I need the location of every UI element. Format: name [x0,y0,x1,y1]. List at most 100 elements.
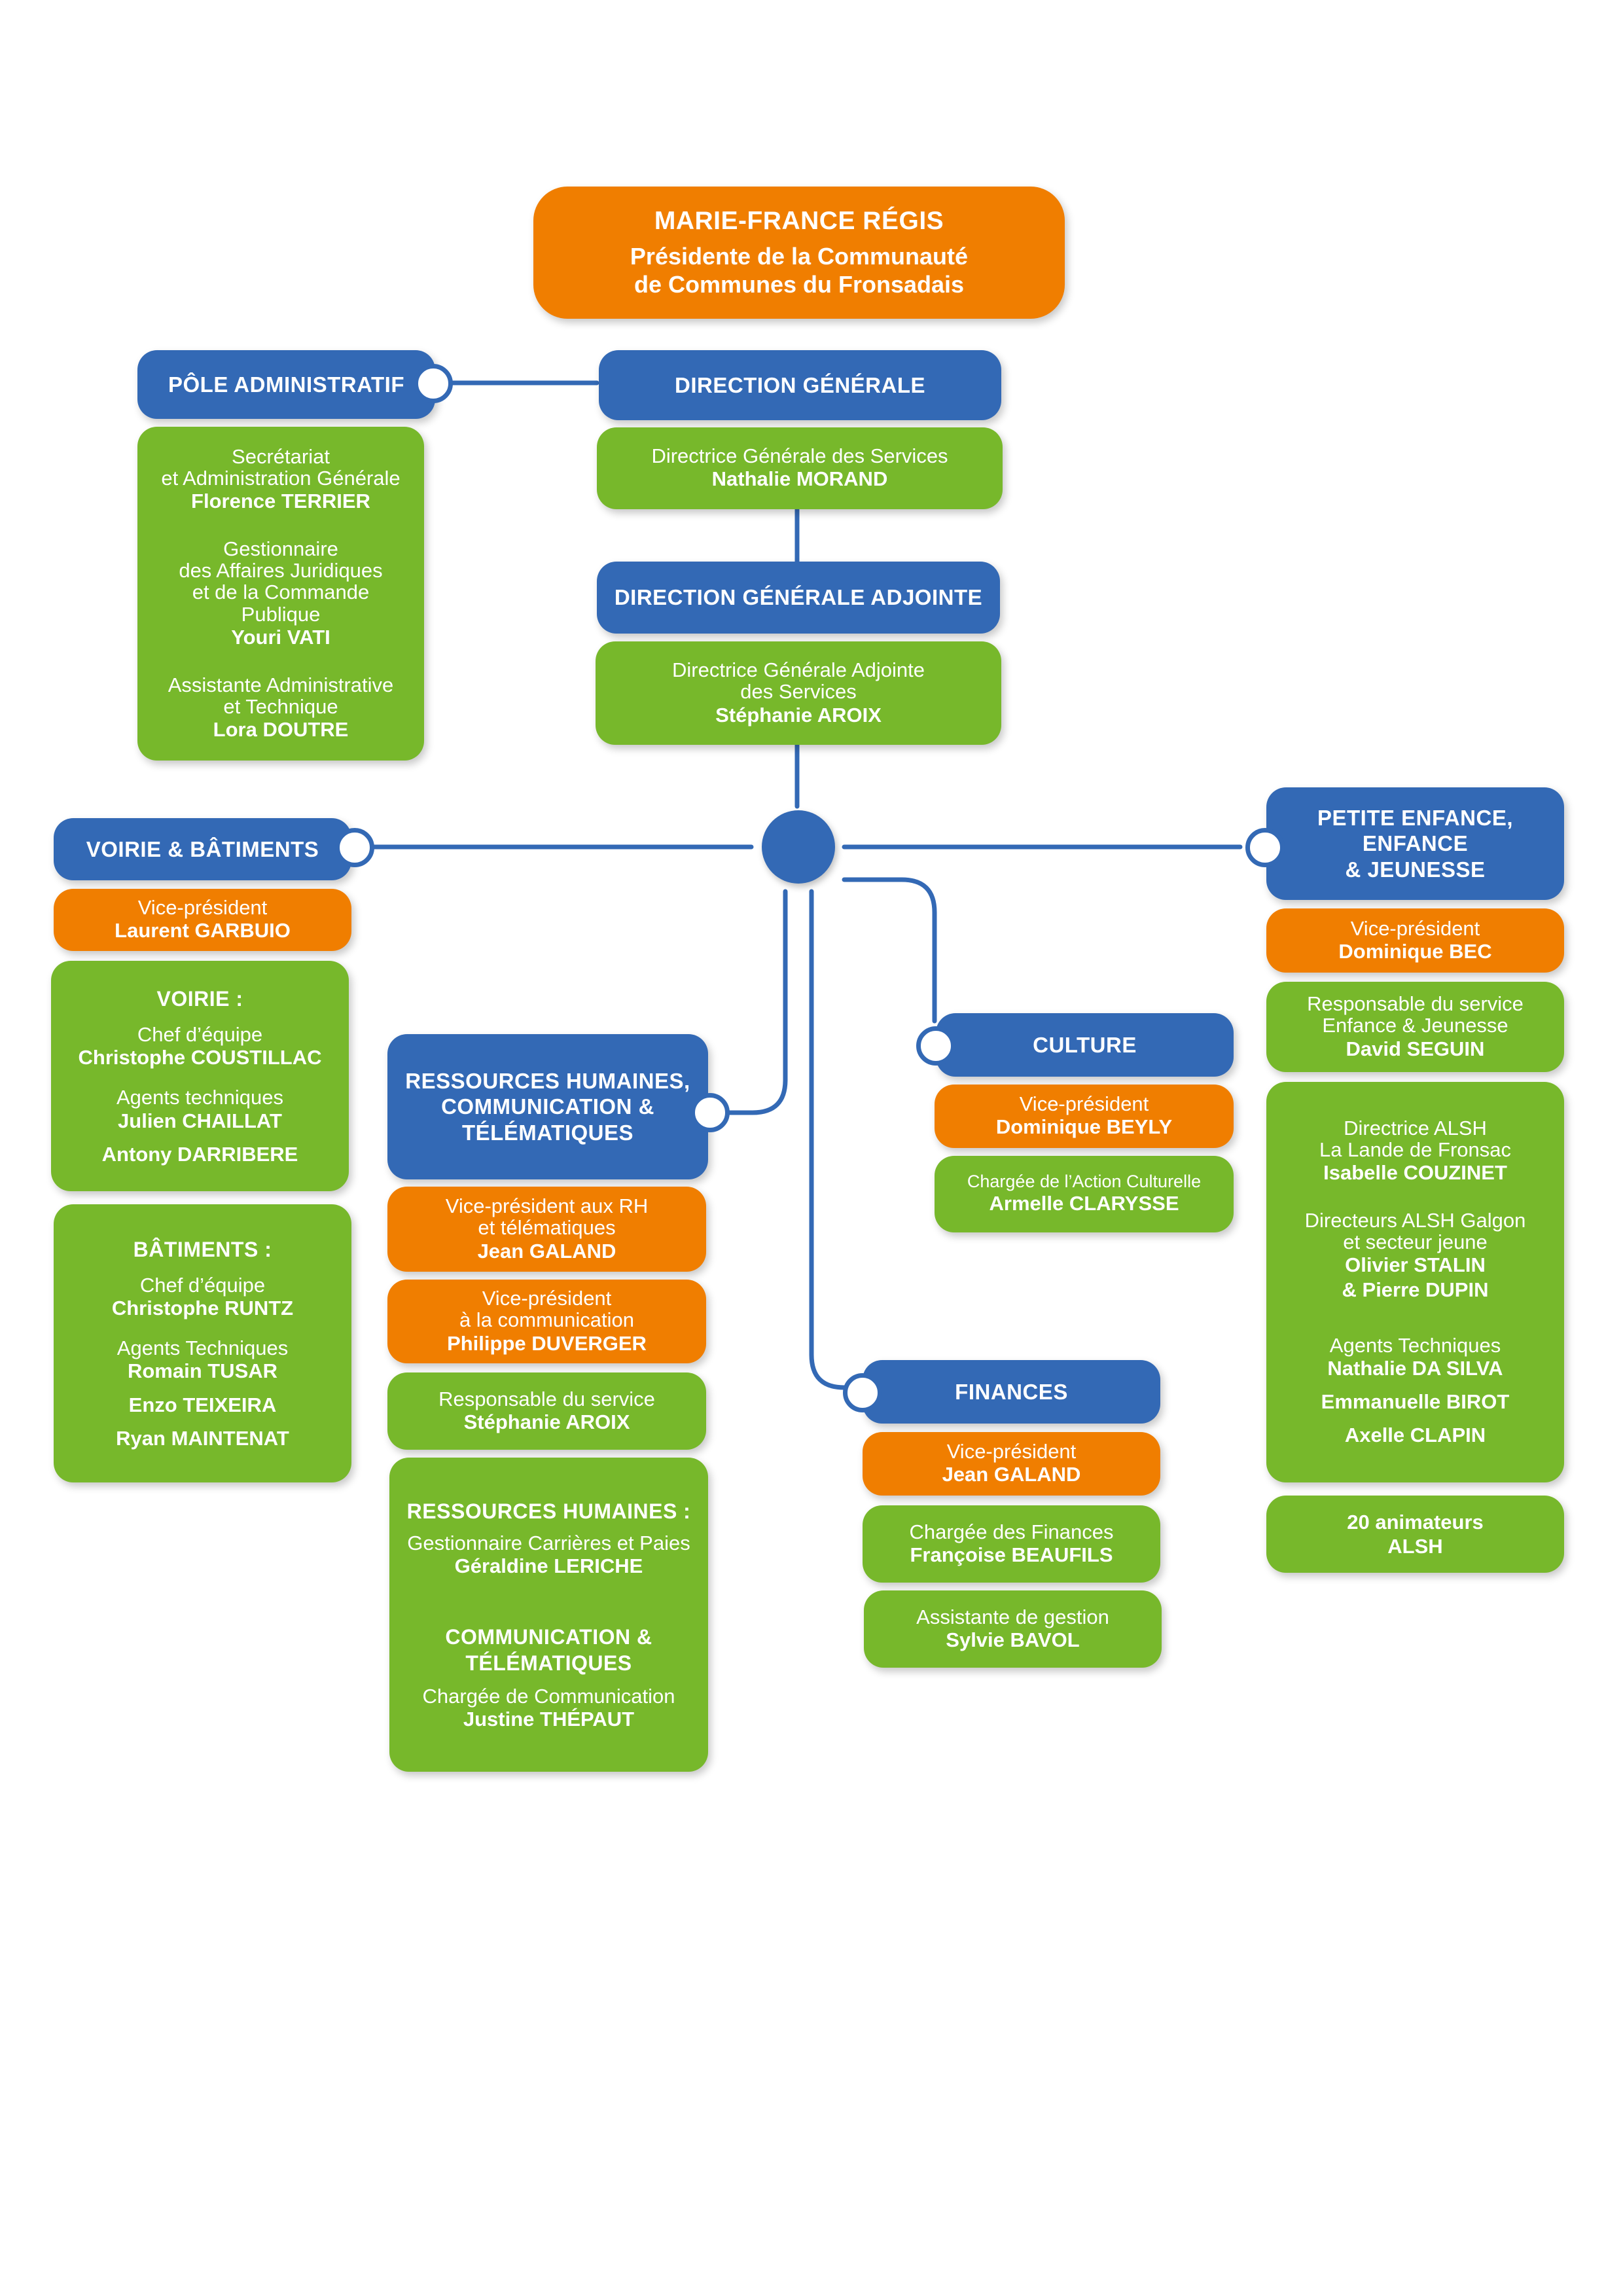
role-text: Vice-président [482,1287,612,1310]
enfance-resp-box: Responsable du service Enfance & Jeuness… [1266,982,1564,1072]
role-text: Chef d’équipe [137,1023,263,1047]
person-name: Christophe COUSTILLAC [78,1046,322,1069]
person-name: Jean GALAND [942,1463,1081,1486]
person-name: David SEGUIN [1346,1037,1485,1060]
direction-adjointe-header: DIRECTION GÉNÉRALE ADJOINTE [597,562,1000,634]
voirie-title: VOIRIE & BÂTIMENTS [86,836,319,861]
person-name: Stéphanie AROIX [715,703,882,726]
voirie-vp-box: Vice-président Laurent GARBUIO [54,889,351,951]
role-text: Vice-président [1019,1092,1149,1116]
culture-connector-knob [916,1026,955,1066]
person-name: Jean GALAND [477,1239,616,1263]
connector-culture [842,877,937,1024]
pole-admin-staff-box: Secrétariat et Administration Générale F… [137,427,424,761]
role-text: et de la Commande [192,581,370,604]
person-name: Dominique BEYLY [995,1115,1173,1139]
role-text: Directrice Générale Adjointe [672,658,925,682]
role-text: des Affaires Juridiques [179,559,383,583]
finances-connector-knob [843,1373,882,1412]
role-text: Chargée de Communication [422,1685,675,1708]
person-name: Christophe RUNTZ [111,1297,294,1320]
person-name: Olivier STALIN [1345,1253,1486,1277]
role-text: et télématiques [478,1216,616,1240]
role-text: Publique [241,602,321,626]
role-text: Agents techniques [116,1086,284,1109]
role-text: Assistante de gestion [916,1605,1109,1628]
role-text: des Services [740,680,857,704]
enfance-title-line: ENFANCE [1362,831,1469,856]
person-name: Françoise BEAUFILS [910,1543,1113,1566]
role-text: Vice-président [946,1440,1077,1463]
person-name: Nathalie MORAND [711,467,888,491]
pole-admin-connector-knob [414,364,453,403]
rh-staff-box: RESSOURCES HUMAINES : Gestionnaire Carri… [389,1458,708,1772]
finances-vp-box: Vice-président Jean GALAND [863,1432,1160,1496]
section-heading: RESSOURCES HUMAINES : [406,1499,691,1523]
person-name: Nathalie DA SILVA [1327,1356,1503,1380]
rh-title-line: RESSOURCES HUMAINES, [405,1068,690,1093]
person-name: Justine THÉPAUT [463,1708,635,1731]
rh-title-line: COMMUNICATION & [441,1094,654,1119]
animateurs-text: ALSH [1387,1535,1443,1558]
enfance-vp-box: Vice-président Dominique BEC [1266,908,1564,973]
culture-staff-box: Chargée de l’Action Culturelle Armelle C… [935,1156,1234,1232]
rh-vp1-box: Vice-président aux RH et télématiques Je… [387,1187,706,1272]
section-heading: BÂTIMENTS : [133,1237,272,1261]
voirie-connector-knob [335,828,374,867]
person-name: Axelle CLAPIN [1344,1424,1486,1447]
person-name: Armelle CLARYSSE [989,1192,1179,1215]
enfance-staff-box: Directrice ALSH La Lande de Fronsac Isab… [1266,1082,1564,1482]
rh-connector-knob [690,1093,730,1132]
person-name: Dominique BEC [1338,939,1492,963]
enfance-title-line: PETITE ENFANCE, [1317,805,1514,830]
role-text: Agents Techniques [116,1336,289,1360]
connector-rh [727,889,788,1115]
pole-admin-title: PÔLE ADMINISTRATIF [168,372,404,397]
role-text: et Technique [223,695,338,719]
finances-staff2-box: Assistante de gestion Sylvie BAVOL [864,1590,1162,1668]
role-text: Enfance & Jeunesse [1322,1014,1508,1037]
voirie-header: VOIRIE & BÂTIMENTS [54,818,351,880]
role-text: Gestionnaire Carrières et Paies [407,1531,690,1554]
president-title-1: Présidente de la Communauté [630,243,969,270]
culture-vp-box: Vice-président Dominique BEYLY [935,1085,1234,1148]
president-name: MARIE-FRANCE RÉGIS [654,207,944,236]
person-name: Romain TUSAR [127,1359,278,1383]
role-text: Responsable du service [438,1387,655,1410]
person-name: Florence TERRIER [191,489,370,512]
animateurs-text: 20 animateurs [1347,1510,1484,1534]
pole-admin-header: PÔLE ADMINISTRATIF [137,350,435,419]
person-name: Emmanuelle BIROT [1321,1390,1510,1414]
finances-staff1-box: Chargée des Finances Françoise BEAUFILS [863,1505,1160,1583]
person-name: Ryan MAINTENAT [116,1426,289,1450]
role-text: Gestionnaire [223,537,338,561]
section-heading: COMMUNICATION & [445,1625,652,1649]
rh-header: RESSOURCES HUMAINES, COMMUNICATION & TÉL… [387,1034,708,1179]
central-hub-node [762,810,835,884]
person-name: Géraldine LERICHE [454,1554,643,1577]
role-text: Chef d’équipe [139,1273,266,1297]
direction-generale-staff-box: Directrice Générale des Services Nathali… [597,427,1003,509]
direction-adjointe-staff-box: Directrice Générale Adjointe des Service… [596,641,1001,745]
person-name: Sylvie BAVOL [946,1628,1080,1651]
president-box: MARIE-FRANCE RÉGIS Présidente de la Comm… [533,187,1065,319]
role-text: La Lande de Fronsac [1319,1138,1511,1161]
role-text: Chargée des Finances [909,1520,1114,1543]
role-text: Directeurs ALSH Galgon [1304,1209,1526,1232]
connector-finances [809,889,859,1390]
role-text: Chargée de l’Action Culturelle [967,1172,1202,1192]
role-text: Assistante Administrative [168,673,394,696]
voirie-section-box: VOIRIE : Chef d’équipe Christophe COUSTI… [51,961,349,1191]
person-name: Antony DARRIBERE [101,1142,298,1166]
direction-adjointe-title: DIRECTION GÉNÉRALE ADJOINTE [614,585,983,610]
role-text: Directrice Générale des Services [651,444,948,468]
rh-resp-box: Responsable du service Stéphanie AROIX [387,1372,706,1450]
person-name: Youri VATI [231,625,330,649]
person-name: Stéphanie AROIX [463,1410,630,1433]
role-text: Secrétariat [232,444,330,468]
direction-generale-header: DIRECTION GÉNÉRALE [599,350,1001,420]
role-text: Vice-président [137,896,268,920]
president-title-2: de Communes du Fronsadais [633,271,965,298]
role-text: à la communication [459,1308,635,1332]
